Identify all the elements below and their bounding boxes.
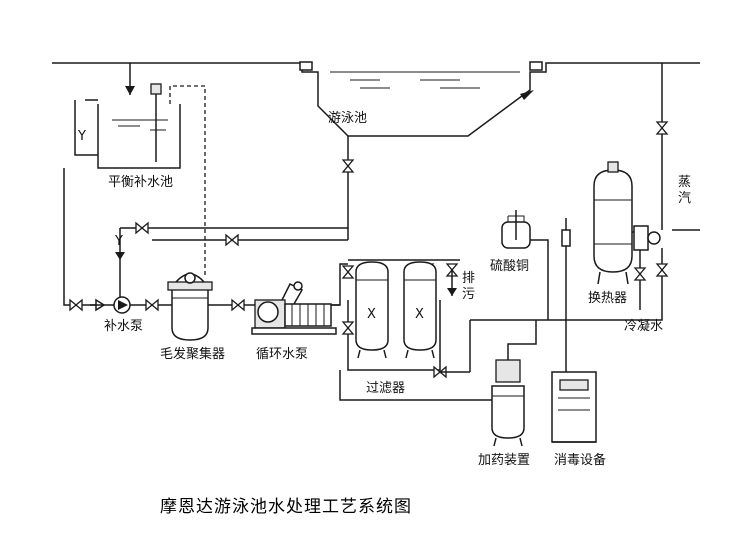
disinfection-equipment: 消毒设备 bbox=[551, 320, 606, 468]
filter-inlet: 排 污 bbox=[331, 259, 475, 306]
makeup-pump: 补水泵 bbox=[104, 296, 143, 334]
svg-text:X: X bbox=[367, 307, 376, 322]
condensate-label: 冷凝水 bbox=[624, 318, 663, 334]
suction-line bbox=[63, 168, 340, 311]
hair-collector-label: 毛发聚集器 bbox=[160, 346, 225, 362]
condensate-out: 冷凝水 bbox=[624, 250, 663, 334]
svg-text:Y: Y bbox=[114, 234, 123, 249]
diagram-title: 摩恩达游泳池水处理工艺系统图 bbox=[160, 497, 412, 517]
pool-label: 游泳池 bbox=[328, 111, 367, 126]
sulfate-label: 硫酸铜 bbox=[490, 259, 529, 274]
supply-inlet bbox=[125, 63, 135, 95]
copper-sulfate-tank: 硫酸铜 bbox=[490, 210, 549, 320]
drain-label-bottom: 污 bbox=[462, 287, 475, 302]
filter-piping: 过滤器 bbox=[342, 300, 471, 396]
flow-indicator bbox=[561, 218, 571, 320]
steam-label-2: 汽 bbox=[678, 191, 691, 206]
circulation-pump: 循环水泵 bbox=[251, 281, 337, 362]
balance-makeup-tank: Y 平衡补水池 bbox=[74, 83, 206, 275]
circ-pump-label: 循环水泵 bbox=[256, 347, 308, 362]
dosing-device: 加药装置 bbox=[339, 320, 537, 468]
pool-outlet-pipe bbox=[152, 136, 354, 240]
makeup-pump-label: 补水泵 bbox=[104, 319, 143, 334]
dosing-label: 加药装置 bbox=[478, 453, 530, 468]
balance-tank-label: 平衡补水池 bbox=[108, 175, 173, 190]
svg-text:Y: Y bbox=[77, 129, 86, 144]
heat-exchanger-label: 换热器 bbox=[588, 291, 627, 306]
drain-label-top: 排 bbox=[462, 271, 475, 286]
disinfection-label: 消毒设备 bbox=[554, 452, 606, 468]
swimming-pool: 游泳池 bbox=[52, 61, 700, 137]
steam-label-1: 蒸 bbox=[678, 175, 691, 190]
steam-inlet: 蒸 汽 bbox=[672, 175, 700, 231]
filter-1: X bbox=[355, 261, 389, 359]
filter-label: 过滤器 bbox=[366, 381, 405, 396]
makeup-branch: Y bbox=[90, 222, 348, 312]
hair-collector: 毛发聚集器 bbox=[160, 272, 225, 362]
filter-2: X bbox=[403, 261, 437, 359]
heat-exchanger: 换热器 bbox=[588, 161, 661, 306]
svg-text:X: X bbox=[415, 307, 424, 322]
return-line bbox=[470, 63, 668, 321]
